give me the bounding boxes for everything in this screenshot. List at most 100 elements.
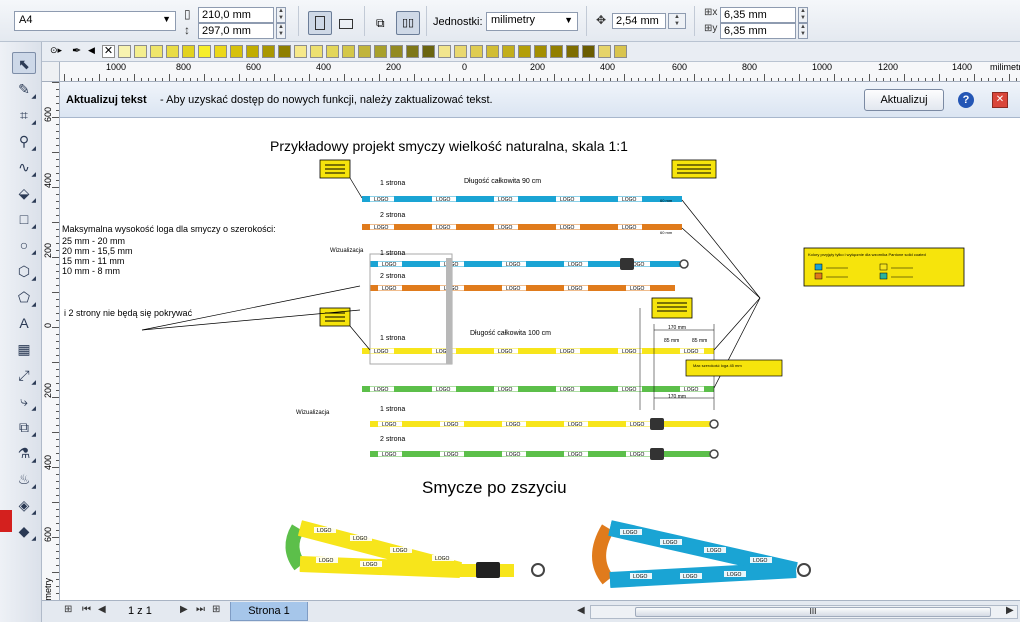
color-swatch[interactable] (118, 45, 131, 58)
ruler-tick (56, 558, 59, 559)
color-swatch[interactable] (278, 45, 291, 58)
width-spinner[interactable]: ▲▼ (276, 7, 286, 23)
logo-text: LOGO (560, 387, 575, 393)
color-swatch[interactable] (134, 45, 147, 58)
color-swatch[interactable] (438, 45, 451, 58)
horizontal-scrollbar[interactable]: III (590, 605, 1018, 619)
fill-tool-icon[interactable]: ◈◢ (18, 497, 36, 516)
color-swatch[interactable] (454, 45, 467, 58)
add-page-icon[interactable]: ⊞ (64, 604, 73, 615)
color-swatch[interactable] (390, 45, 403, 58)
logo-width-box (685, 359, 783, 377)
page-height-field[interactable]: 297,0 mm (198, 23, 274, 39)
color-swatch[interactable] (566, 45, 579, 58)
units-select[interactable]: milimetry ▼ (486, 12, 578, 31)
portrait-button[interactable] (308, 11, 332, 35)
color-swatch[interactable] (198, 45, 211, 58)
color-swatch[interactable] (342, 45, 355, 58)
page-width-field[interactable]: 210,0 mm (198, 7, 274, 23)
ruler-origin[interactable] (42, 62, 60, 82)
landscape-button[interactable] (334, 11, 358, 35)
eyedropper-tool-icon[interactable]: ⚗◢ (17, 445, 36, 464)
duplicate-y-field[interactable]: 6,35 mm (720, 23, 796, 39)
pick-tool-icon[interactable]: ⬉ (12, 52, 36, 74)
shape-tool-icon[interactable]: ✎◢ (18, 81, 36, 100)
help-icon[interactable]: ? (958, 92, 974, 108)
color-swatch[interactable] (582, 45, 595, 58)
color-swatch[interactable] (310, 45, 323, 58)
polygon-tool-icon[interactable]: ⬡◢ (17, 263, 36, 282)
paper-size-select[interactable]: A4 ▼ (14, 11, 176, 31)
nudge-distance-field[interactable]: 2,54 mm (612, 13, 666, 29)
color-swatch[interactable] (502, 45, 515, 58)
first-page-icon[interactable]: ⏮ (82, 604, 91, 615)
dimension-tool-icon[interactable]: ⤢◢ (18, 367, 36, 386)
page-count: 1 z 1 (128, 605, 152, 617)
color-swatch[interactable] (150, 45, 163, 58)
scroll-left-icon[interactable]: ◀ (577, 605, 585, 616)
connector-tool-icon[interactable]: ⤷◢ (20, 393, 36, 412)
previous-page-icon[interactable]: ◀ (98, 604, 106, 615)
color-swatch[interactable] (518, 45, 531, 58)
color-swatch[interactable] (294, 45, 307, 58)
add-page-after-icon[interactable]: ⊞ (212, 604, 221, 615)
all-pages-button[interactable]: ⧉ (370, 11, 394, 35)
interactive-fill-icon[interactable]: ◆◢ (18, 523, 36, 542)
color-swatch[interactable] (246, 45, 259, 58)
effects-tool-icon[interactable]: ⧉◢ (19, 419, 36, 438)
duplicate-x-field[interactable]: 6,35 mm (720, 7, 796, 23)
current-page-button[interactable]: ▯▯ (396, 11, 420, 35)
scroll-thumb[interactable]: III (635, 607, 991, 617)
next-page-icon[interactable]: ▶ (180, 604, 188, 615)
units-value: milimetry (491, 14, 535, 26)
outline-tool-icon[interactable]: ♨◢ (17, 471, 36, 490)
duplicate-x-spinner[interactable]: ▲▼ (798, 7, 808, 23)
color-swatch[interactable] (326, 45, 339, 58)
ellipse-tool-icon[interactable]: ○◢ (19, 237, 36, 256)
color-swatch[interactable] (598, 45, 611, 58)
color-swatch[interactable] (486, 45, 499, 58)
color-swatch[interactable] (470, 45, 483, 58)
palette-menu-icon[interactable]: ⊙▸ (50, 45, 63, 55)
basic-shapes-icon[interactable]: ⬠◢ (17, 289, 36, 308)
scroll-left-icon[interactable]: ◀ (88, 45, 95, 55)
buckle-icon (650, 448, 664, 460)
smart-fill-icon[interactable]: ⬙◢ (18, 185, 36, 204)
color-swatch[interactable] (374, 45, 387, 58)
color-swatch[interactable] (534, 45, 547, 58)
color-swatch[interactable] (406, 45, 419, 58)
color-swatch[interactable] (182, 45, 195, 58)
zoom-tool-icon[interactable]: ⚲◢ (18, 133, 36, 152)
dimension-label: 85 mm (664, 338, 680, 344)
rectangle-tool-icon[interactable]: □◢ (19, 211, 36, 230)
close-icon[interactable]: ✕ (992, 92, 1008, 108)
table-tool-icon[interactable]: ▦ (17, 341, 31, 357)
color-swatch[interactable] (358, 45, 371, 58)
color-swatch[interactable] (614, 45, 627, 58)
eyedropper-icon[interactable]: ✒ (72, 45, 82, 57)
freehand-tool-icon[interactable]: ∿◢ (18, 159, 36, 178)
color-swatch[interactable] (166, 45, 179, 58)
logo-text: LOGO (630, 452, 645, 458)
color-swatch[interactable] (422, 45, 435, 58)
ruler-tick (56, 439, 59, 440)
height-spinner[interactable]: ▲▼ (276, 23, 286, 39)
drawing-canvas[interactable]: Aktualizuj tekst - Aby uzyskać dostęp do… (60, 82, 1020, 600)
color-swatch[interactable] (230, 45, 243, 58)
update-button[interactable]: Aktualizuj (864, 89, 944, 111)
color-swatch[interactable] (262, 45, 275, 58)
text-tool-icon[interactable]: A (19, 315, 29, 331)
ruler-tick (414, 74, 415, 81)
duplicate-y-spinner[interactable]: ▲▼ (798, 23, 808, 39)
side-label: 1 strona (380, 335, 406, 342)
crop-tool-icon[interactable]: ⌗◢ (20, 107, 36, 126)
scroll-right-icon[interactable]: ▶ (1006, 605, 1014, 616)
page-tab[interactable]: Strona 1 (230, 602, 308, 621)
nudge-spinner[interactable]: ▲▼ (668, 13, 686, 29)
last-page-icon[interactable]: ⏭ (196, 604, 205, 615)
color-swatch[interactable] (550, 45, 563, 58)
no-color-swatch[interactable]: ✕ (102, 45, 115, 58)
color-swatch[interactable] (214, 45, 227, 58)
